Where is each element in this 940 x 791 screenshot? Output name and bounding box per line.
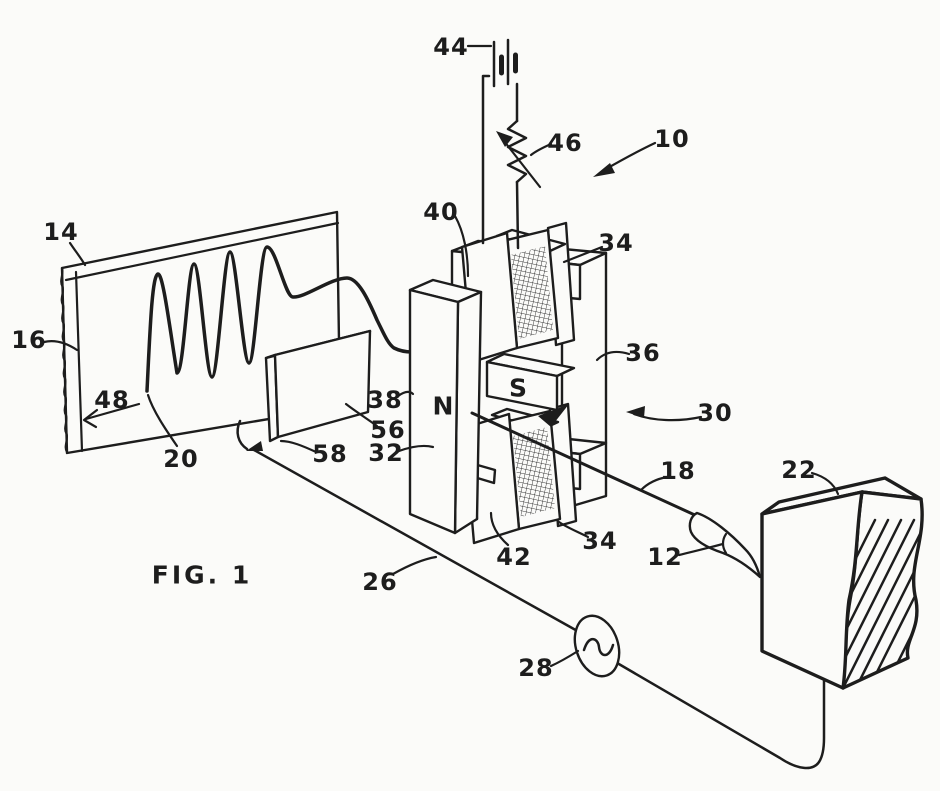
lower-coil-winding-hatch [513, 427, 555, 517]
leader-lines [42, 44, 840, 668]
callout-48: 48 [94, 386, 129, 414]
ac-source-circle [573, 614, 621, 678]
rheostat-zigzag [506, 119, 528, 184]
callout-36: 36 [625, 339, 660, 367]
stylus-assembly [470, 404, 762, 579]
leader-58 [279, 439, 318, 454]
callout-labels: 44 46 10 40 34 36 30 14 16 48 20 58 56 3… [11, 33, 816, 682]
north-pole-bar: N [408, 278, 483, 535]
leader-36 [595, 350, 631, 362]
rheostat-arrowhead [496, 131, 513, 147]
north-pole-label: N [433, 392, 454, 421]
leader-18 [639, 475, 669, 492]
arm-direction-arrowhead [538, 404, 569, 427]
chart-left-edge-rough [60, 266, 69, 454]
arrow-48-head [82, 408, 99, 429]
stylus-cone [688, 511, 762, 579]
leader-34-top [562, 245, 604, 264]
leader-16 [42, 340, 79, 352]
leader-56 [344, 402, 379, 428]
wire-to-ac-source [252, 448, 583, 635]
leader-42 [489, 511, 510, 547]
leader-26 [391, 555, 438, 576]
leader-38 [396, 390, 415, 398]
callout-58: 58 [312, 440, 347, 468]
callout-18: 18 [660, 457, 695, 485]
arrow-48-shaft [84, 402, 141, 421]
rheostat-lower-wire [515, 180, 520, 250]
arrow-10-head [593, 163, 615, 177]
callout-56: 56 [370, 416, 405, 444]
callout-16: 16 [11, 326, 46, 354]
chart-left-edge-inner [74, 270, 84, 453]
callout-28: 28 [518, 654, 553, 682]
rheostat-wiper-line [502, 139, 542, 189]
south-pole-label: S [509, 374, 527, 403]
callout-40: 40 [423, 198, 458, 226]
callout-34-bottom: 34 [582, 527, 617, 555]
leader-22 [810, 471, 840, 496]
block-front-face [760, 490, 864, 690]
callout-10: 10 [654, 125, 689, 153]
callout-44: 44 [433, 33, 468, 61]
callout-12: 12 [647, 543, 682, 571]
callout-30: 30 [697, 399, 732, 427]
sine-glyph [582, 637, 615, 657]
battery-symbol [492, 38, 518, 88]
leader-40 [453, 214, 470, 278]
ac-source-symbol [573, 614, 621, 678]
stylus-arm [470, 411, 699, 518]
arrow-10-shaft [604, 141, 657, 171]
callout-22: 22 [781, 456, 816, 484]
callout-20: 20 [163, 445, 198, 473]
south-pole-block: S [485, 352, 576, 412]
wire-junction-arrowhead [246, 441, 263, 451]
pole-bar-front [408, 288, 460, 535]
battery-left-wire [481, 74, 491, 245]
leader-28 [549, 649, 580, 668]
figure-caption: FIG. 1 [152, 561, 253, 590]
waveform-trace [145, 245, 414, 393]
record-block [760, 476, 924, 690]
callout-32: 32 [368, 439, 403, 467]
callout-42: 42 [496, 543, 531, 571]
leader-14 [68, 241, 87, 267]
callout-38: 38 [367, 386, 402, 414]
callout-46: 46 [547, 129, 582, 157]
chart-top-edge-inner [64, 221, 340, 282]
pole-bar-side [453, 290, 483, 535]
supply-circuit [481, 38, 542, 250]
plate-front-face [273, 329, 372, 439]
plate [264, 329, 372, 443]
wire-drop-from-chart [236, 419, 249, 451]
leader-32 [397, 444, 435, 453]
callout-26: 26 [362, 568, 397, 596]
leader-34-bottom [557, 520, 590, 539]
leader-12 [677, 542, 725, 557]
wire-ac-to-block [610, 658, 826, 770]
arrow-30-head [626, 406, 645, 418]
leader-20 [146, 393, 179, 448]
callout-14: 14 [43, 218, 78, 246]
callout-34-top: 34 [598, 229, 633, 257]
leader-46 [529, 142, 553, 157]
upper-coil-winding-hatch [511, 246, 553, 339]
